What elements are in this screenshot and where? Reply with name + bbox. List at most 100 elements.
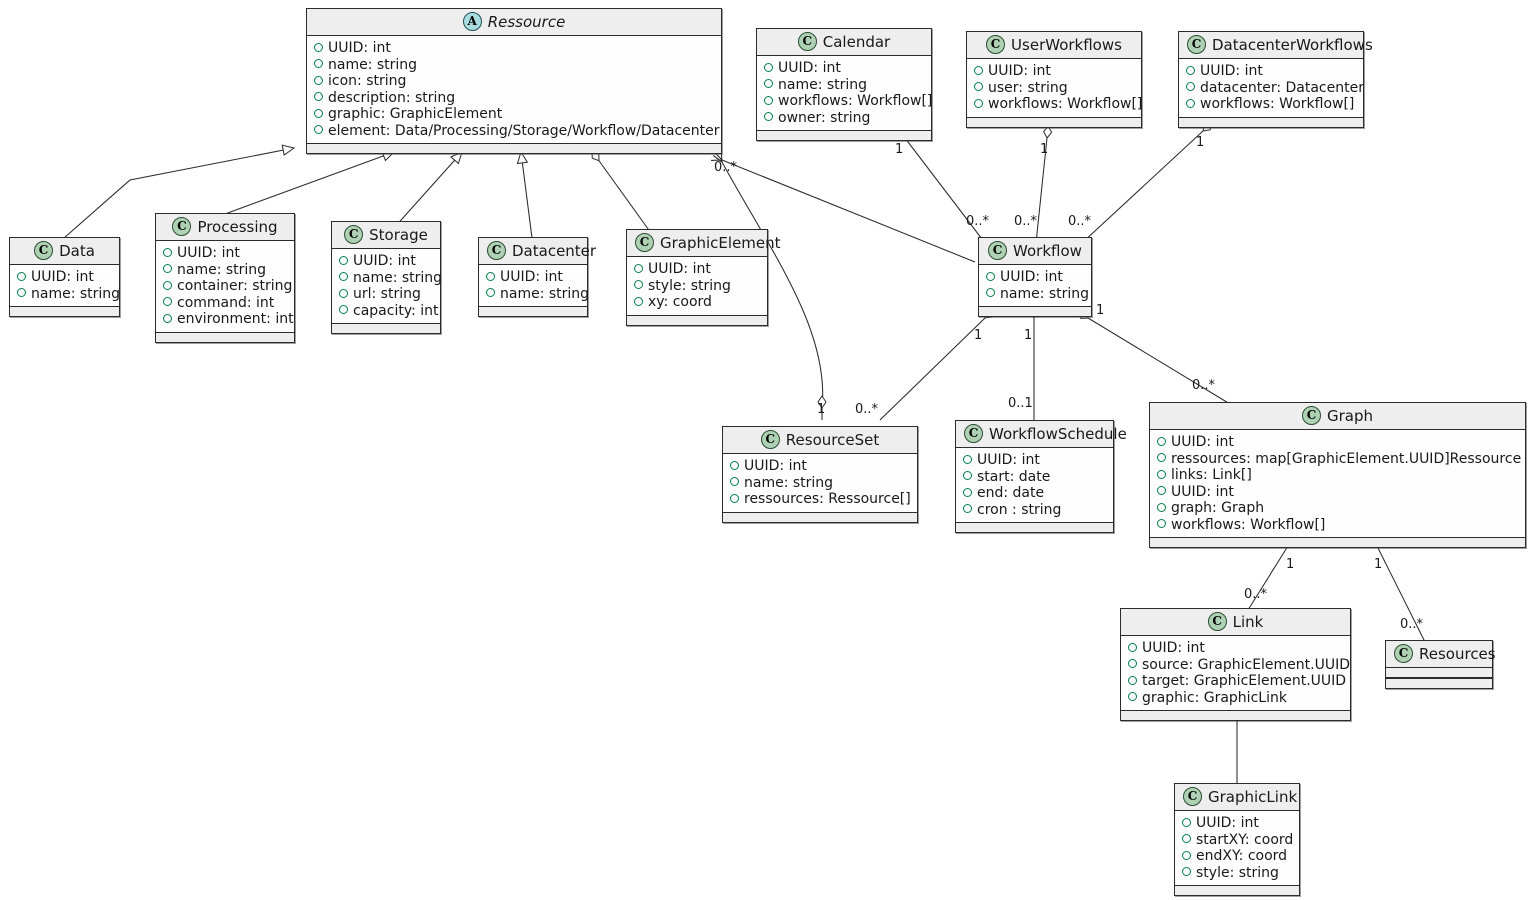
attribute-row: name: string (764, 77, 925, 94)
visibility-public-icon (730, 493, 739, 503)
class-attributes-processing: UUID: int name: string container: string… (156, 241, 294, 332)
visibility-public-icon (1157, 519, 1166, 528)
attribute-row: endXY: coord (1182, 848, 1293, 865)
attribute-text: container: string (177, 278, 293, 294)
attribute-text: name: string (744, 474, 834, 491)
class-icon: C (760, 430, 780, 449)
attribute-row: UUID: int (314, 40, 715, 57)
attribute-row: workflows: Workflow[] (764, 93, 932, 110)
attribute-text: source: GraphicElement.UUID (1142, 656, 1351, 673)
class-icon: C (1187, 35, 1206, 54)
attribute-row: name: string (986, 286, 1089, 303)
multiplicity-label: 0..* (1244, 587, 1268, 602)
class-footer (307, 143, 721, 153)
class-icon: C (1394, 644, 1413, 663)
attribute-text: graph: Graph (1171, 500, 1265, 516)
visibility-public-icon (1186, 98, 1195, 108)
class-footer (1150, 537, 1525, 547)
visibility-public-icon (1157, 436, 1166, 446)
visibility-public-icon (974, 98, 983, 108)
multiplicity-label: 0..1 (1008, 396, 1033, 411)
class-attributes-resources-empty (1386, 668, 1492, 678)
class-footer (956, 522, 1113, 532)
class-name-ressource: Ressource (487, 12, 566, 31)
visibility-public-icon (1186, 65, 1195, 75)
multiplicity-label: 1 (1196, 135, 1205, 150)
attribute-row: UUID: int (1157, 484, 1519, 501)
visibility-public-icon (314, 108, 323, 118)
class-name-graphicelement: GraphicElement (660, 233, 781, 252)
attribute-text: datacenter: Datacenter (1200, 79, 1364, 96)
class-footer (967, 116, 1141, 127)
class-header-graphicelement: C GraphicElement (627, 230, 781, 257)
class-icon: C (1301, 406, 1321, 425)
attribute-row: owner: string (764, 110, 925, 127)
attribute-row: UUID: int (634, 261, 761, 278)
class-name-resources: Resources (1419, 644, 1496, 663)
attribute-text: ressources: map[GraphicElement.UUID]Ress… (1171, 450, 1522, 467)
visibility-public-icon (314, 75, 323, 85)
visibility-public-icon (986, 288, 995, 297)
multiplicity-label: 0..* (1192, 378, 1216, 393)
attribute-row: workflows: Workflow[] (974, 96, 1142, 113)
multiplicity-label: 0..* (855, 402, 879, 417)
visibility-public-icon (963, 504, 972, 513)
multiplicity-label: 1 (817, 402, 826, 417)
attribute-row: xy: coord (634, 294, 761, 311)
attribute-text: cron : string (977, 501, 1062, 518)
class-attributes-datacenterworkflows: UUID: int datacenter: Datacenter workflo… (1179, 59, 1364, 117)
class-icon: C (1183, 787, 1202, 806)
attribute-text: end: date (977, 485, 1045, 501)
visibility-public-icon (1157, 453, 1166, 462)
class-attributes-workflow: UUID: int name: string (979, 265, 1091, 306)
attribute-text: UUID: int (353, 253, 416, 269)
class-footer (10, 306, 119, 316)
attribute-row: user: string (974, 80, 1135, 97)
attribute-text: name: string (1000, 285, 1090, 302)
class-attributes-datacenter: UUID: int name: string (479, 265, 589, 306)
attribute-row: start: date (963, 469, 1107, 486)
visibility-public-icon (17, 288, 26, 297)
visibility-public-icon (634, 280, 643, 289)
multiplicity-label: 0..* (1068, 214, 1092, 229)
class-box-resources[interactable]: C Resources (1385, 640, 1496, 689)
class-name-storage: Storage (369, 225, 428, 244)
visibility-public-icon (339, 305, 348, 314)
class-icon: C (635, 233, 654, 252)
class-name-workflowschedule: WorkflowSchedule (989, 424, 1127, 443)
visibility-public-icon (1128, 642, 1137, 652)
attribute-text: UUID: int (1000, 269, 1063, 285)
attribute-row: name: string (314, 57, 715, 74)
attribute-text: style: string (648, 277, 731, 294)
attribute-row: ressources: map[GraphicElement.UUID]Ress… (1157, 450, 1522, 468)
class-footer (1179, 116, 1363, 127)
attribute-row: datacenter: Datacenter (1186, 80, 1364, 97)
abstract-class-icon: A (462, 12, 482, 31)
attribute-text: UUID: int (31, 269, 94, 285)
attribute-text: owner: string (778, 109, 871, 126)
class-footer (757, 130, 931, 140)
visibility-public-icon (314, 42, 323, 52)
class-footer (1121, 710, 1350, 720)
attribute-row: startXY: coord (1182, 832, 1293, 849)
attribute-text: user: string (988, 79, 1068, 96)
